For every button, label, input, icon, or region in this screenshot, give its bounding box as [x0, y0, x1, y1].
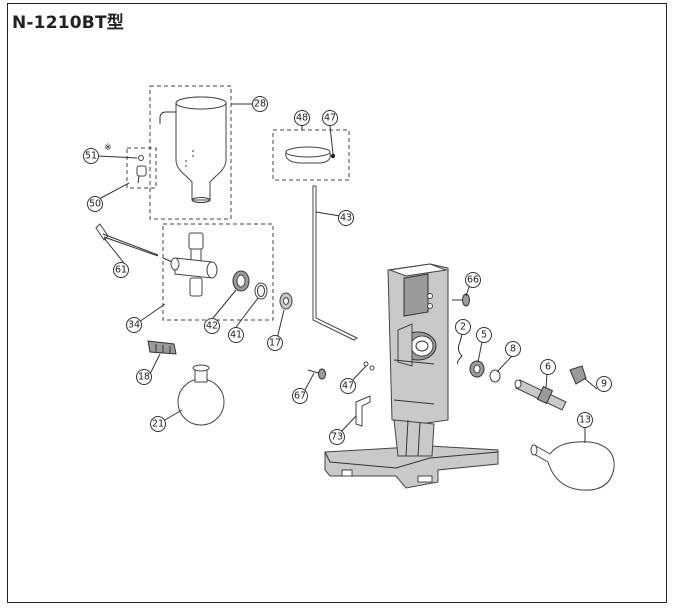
svg-text:43: 43: [340, 213, 352, 224]
part-73-handle: [355, 395, 371, 427]
part-9-clip: [569, 365, 587, 385]
callout-66: 66: [465, 272, 481, 288]
svg-text:73: 73: [331, 432, 343, 443]
svg-text:2: 2: [460, 322, 466, 333]
svg-text:21: 21: [152, 419, 164, 430]
svg-text:61: 61: [115, 265, 127, 276]
part-21-flask: [177, 364, 225, 426]
svg-text:41: 41: [230, 330, 242, 341]
part-43-rod: [312, 185, 359, 341]
part-34-valve: [162, 223, 274, 321]
note-mark: ※: [104, 143, 112, 153]
callout-17: 17: [267, 335, 283, 351]
callout-5: 5: [476, 327, 492, 343]
svg-text:47: 47: [324, 113, 336, 124]
part-41-ring: [254, 282, 268, 300]
callout-34: 34: [126, 317, 142, 333]
leader-lines: [97, 103, 598, 443]
svg-text:66: 66: [467, 275, 479, 286]
svg-text:9: 9: [601, 379, 607, 390]
part-66-knob: [452, 293, 470, 307]
part-13-flask: [530, 441, 615, 491]
callout-13: 13: [577, 412, 593, 428]
svg-text:42: 42: [206, 321, 218, 332]
callout-42: 42: [204, 318, 220, 334]
callout-61: 61: [113, 262, 129, 278]
part-8-ring: [489, 369, 501, 383]
main-body: [324, 263, 499, 489]
callout-8: 8: [505, 341, 521, 357]
model-title: N-1210BT型: [12, 13, 124, 33]
svg-text:6: 6: [545, 362, 551, 373]
svg-text:17: 17: [269, 338, 281, 349]
svg-text:34: 34: [128, 320, 140, 331]
part-61-needle: [95, 223, 159, 257]
svg-text:8: 8: [510, 344, 516, 355]
callout-2: 2: [455, 319, 471, 335]
svg-text:48: 48: [296, 113, 308, 124]
callout-50: 50: [87, 196, 103, 212]
svg-text:28: 28: [254, 99, 266, 110]
callout-43: 43: [338, 210, 354, 226]
callout-28: 28: [252, 96, 268, 112]
svg-text:5: 5: [481, 330, 487, 341]
svg-text:50: 50: [89, 199, 101, 210]
svg-text:18: 18: [138, 372, 150, 383]
svg-text:13: 13: [579, 415, 591, 426]
callout-51: 51: [83, 148, 99, 164]
svg-text:51: 51: [85, 151, 97, 162]
svg-text:67: 67: [294, 391, 306, 402]
callout-73: 73: [329, 429, 345, 445]
part-67-knob: [307, 368, 326, 380]
callout-9: 9: [596, 376, 612, 392]
callout-6: 6: [540, 359, 556, 375]
callout-48: 48: [294, 110, 310, 126]
part-5-fitting: [469, 360, 485, 378]
part-50-bracket: [126, 147, 157, 189]
callout-18: 18: [136, 369, 152, 385]
callout-41: 41: [228, 327, 244, 343]
svg-text:47: 47: [342, 381, 354, 392]
callout-47: 47: [322, 110, 338, 126]
part-48-clamp: [272, 129, 350, 181]
part-28-funnel: [149, 85, 232, 220]
callout-21: 21: [150, 416, 166, 432]
part-18-clip: [147, 340, 177, 355]
callout-67: 67: [292, 388, 308, 404]
diagram-frame: [7, 3, 667, 603]
callout-47-lower: 47: [340, 378, 356, 394]
part-2-spring: [457, 341, 463, 365]
part-6-shaft: [514, 379, 567, 411]
